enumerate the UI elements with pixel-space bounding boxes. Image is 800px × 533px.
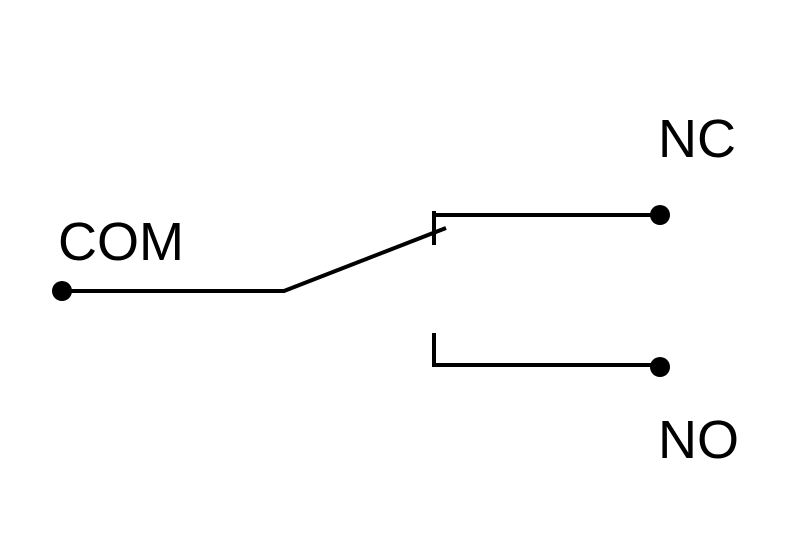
no-terminal: [650, 357, 670, 377]
no-label: NO: [658, 410, 739, 470]
com-label: COM: [58, 212, 184, 272]
nc-terminal: [650, 205, 670, 225]
switch-lever: [283, 226, 447, 293]
nc-label: NC: [658, 109, 736, 169]
